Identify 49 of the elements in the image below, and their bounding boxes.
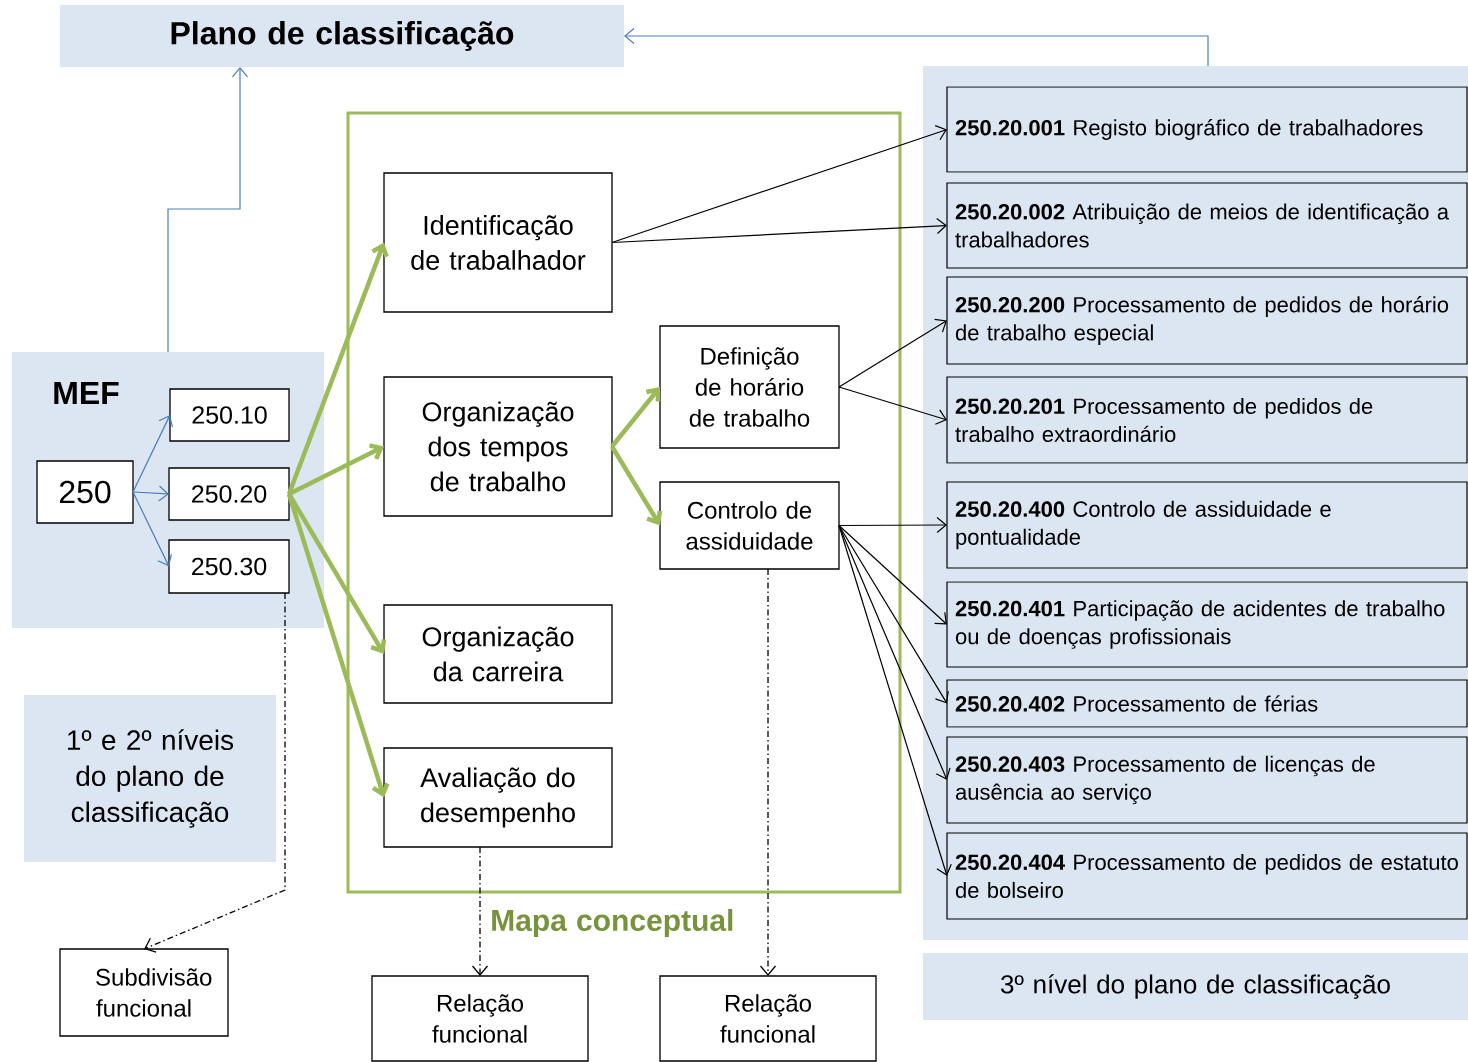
arrow [838,524,952,876]
relation-box: Subdivisão funcional [59,948,229,1037]
panel-heading: MEF [54,382,119,404]
arrow [838,524,951,780]
arrow [611,217,947,244]
relation-box: Relação funcional [659,975,877,1062]
arrow [287,492,387,654]
concept-box: Organização da carreira [383,604,613,704]
arrow [471,846,489,976]
class-box: 250.20.201 Processamento de pedidos de trabalho extraordinário [946,376,1468,464]
arrow [167,67,249,353]
class-box: 250.20.001 Registo biográfico de trabalhadores [946,86,1468,173]
class-box: 250.20.401 Participação de acidentes de trabalho ou de doenças profissionais [946,581,1468,668]
arrow [838,516,947,534]
code-box: 250.20 [168,467,290,521]
title-banner: Plano de classificação [60,5,624,67]
arrow [132,485,169,502]
arrow [288,443,384,496]
arrow [624,27,1209,67]
class-box: 250.20.404 Processamento de pedidos de estatuto de bolseiro [946,832,1468,920]
arrow [610,445,663,526]
concept-box: Organização dos tempos de trabalho [383,376,613,517]
code-box: 250 [36,460,134,524]
arrow [286,242,389,495]
relation-box: Relação funcional [371,975,589,1062]
arrow [132,415,174,493]
class-box: 250.20.400 Controlo de assiduidade e pontualidade [946,481,1468,569]
caption-band: 1º e 2º níveis do plano de classificação [24,695,276,862]
concept-box: Identificação de trabalhador [383,172,613,313]
concept-box: Avaliação do desempenho [383,747,613,848]
arrow [610,387,661,448]
caption-band: 3º nível do plano de classificação [923,953,1468,1020]
concept-box: Definição de horário de trabalho [659,325,840,449]
arrow [838,524,947,625]
arrow [838,386,947,425]
code-box: 250.10 [169,388,290,442]
arrow [144,592,286,953]
arrow [838,318,947,388]
arrow [286,493,390,798]
frame-title: Mapa conceptual [492,909,733,937]
arrow [759,568,777,976]
code-box: 250.30 [168,539,290,594]
class-box: 250.20.002 Atribuição de meios de identificação a trabalhadores [946,182,1468,269]
arrow [611,124,947,244]
arrow [132,491,173,567]
class-box: 250.20.402 Processamento de férias [946,679,1468,728]
concept-box: Controlo de assiduidade [659,481,840,570]
class-box: 250.20.403 Processamento de licenças de ausência ao serviço [946,736,1468,824]
class-box: 250.20.200 Processamento de pedidos de horário de trabalho especial [946,276,1468,365]
